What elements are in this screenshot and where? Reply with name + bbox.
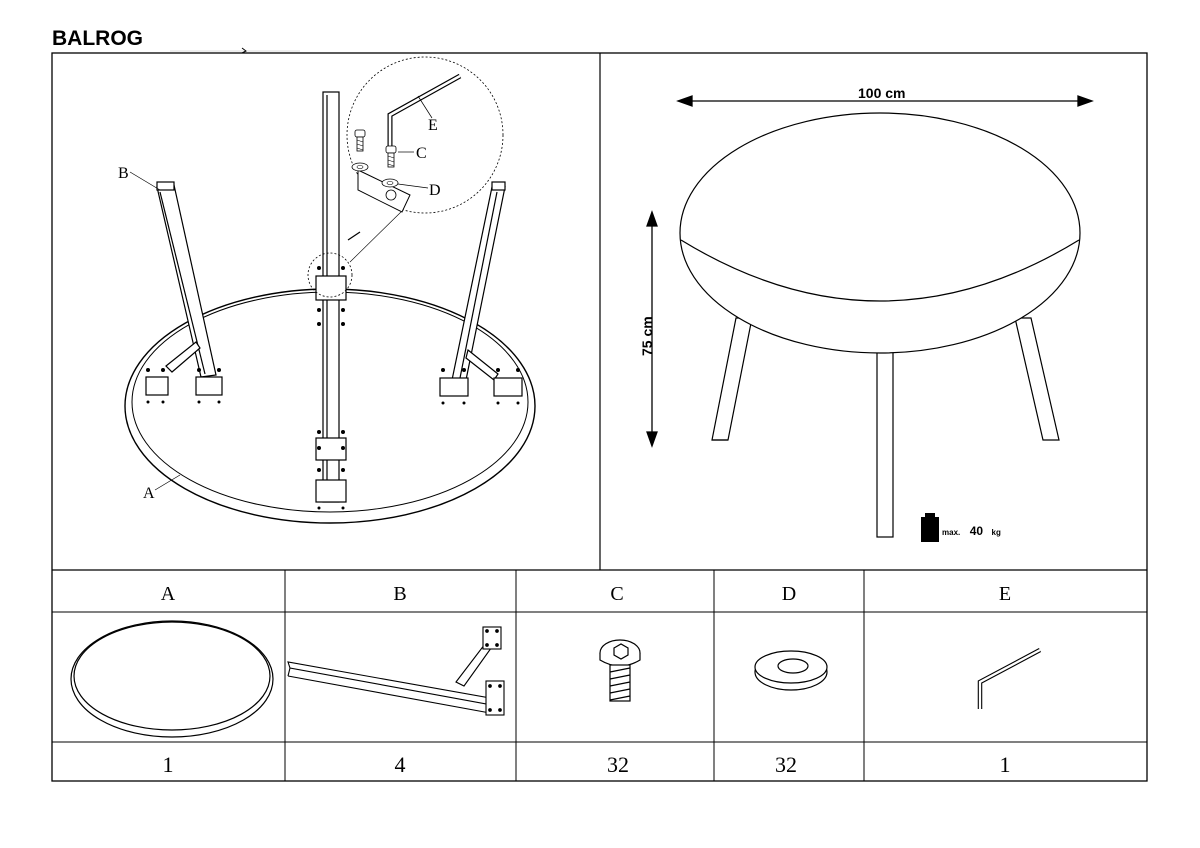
parts-table-columns: [284, 570, 865, 781]
max-load-value: 40: [970, 524, 984, 538]
allen-key-icon: [977, 648, 1042, 709]
table-side-view: [679, 112, 1081, 538]
part-letter-c: C: [610, 583, 623, 605]
width-dimension-arrow: [676, 95, 1094, 107]
parts-table: A B C D E: [70, 583, 1042, 777]
part-qty-a: 1: [163, 752, 174, 777]
part-letter-d: D: [782, 583, 796, 605]
callout-label-e: E: [428, 117, 438, 134]
part-qty-b: 4: [395, 752, 406, 777]
callout-label-b: B: [118, 165, 129, 182]
part-letter-a: A: [161, 583, 176, 605]
detail-magnifier: [307, 56, 504, 298]
height-dimension-arrow: [646, 210, 658, 448]
part-qty-e: 1: [1000, 752, 1011, 777]
callout-label-a: A: [143, 485, 155, 502]
document-title: BALROG: [52, 27, 143, 50]
mounting-screws: [146, 266, 520, 510]
round-tabletop-icon: [70, 620, 274, 738]
washer-icon: [754, 650, 828, 691]
leg-right: [439, 181, 523, 397]
part-letter-b: B: [393, 583, 406, 605]
callout-label-c: C: [416, 145, 427, 162]
part-letter-e: E: [999, 583, 1011, 605]
title-underline-mark: [170, 47, 300, 54]
screw-icon: [599, 639, 641, 702]
part-qty-d: 32: [775, 752, 797, 777]
width-label: 100 cm: [858, 85, 905, 101]
leg-left: [145, 181, 223, 396]
height-label: 75 cm: [639, 316, 655, 356]
max-load-unit: kg: [992, 528, 1001, 537]
max-load-label: max. 40 kg: [942, 522, 1001, 539]
callout-a-leader: [154, 474, 181, 491]
max-load-prefix: max.: [942, 528, 960, 537]
weight-icon: [921, 513, 939, 542]
callout-label-d: D: [429, 182, 441, 199]
table-leg-icon: [287, 626, 505, 716]
part-qty-c: 32: [607, 752, 629, 777]
exploded-assembly-drawing: A B C D E: [118, 56, 536, 524]
dimension-drawing: 100 cm 75 cm max. 40 kg: [639, 85, 1094, 542]
callout-b-leader: [129, 171, 161, 191]
